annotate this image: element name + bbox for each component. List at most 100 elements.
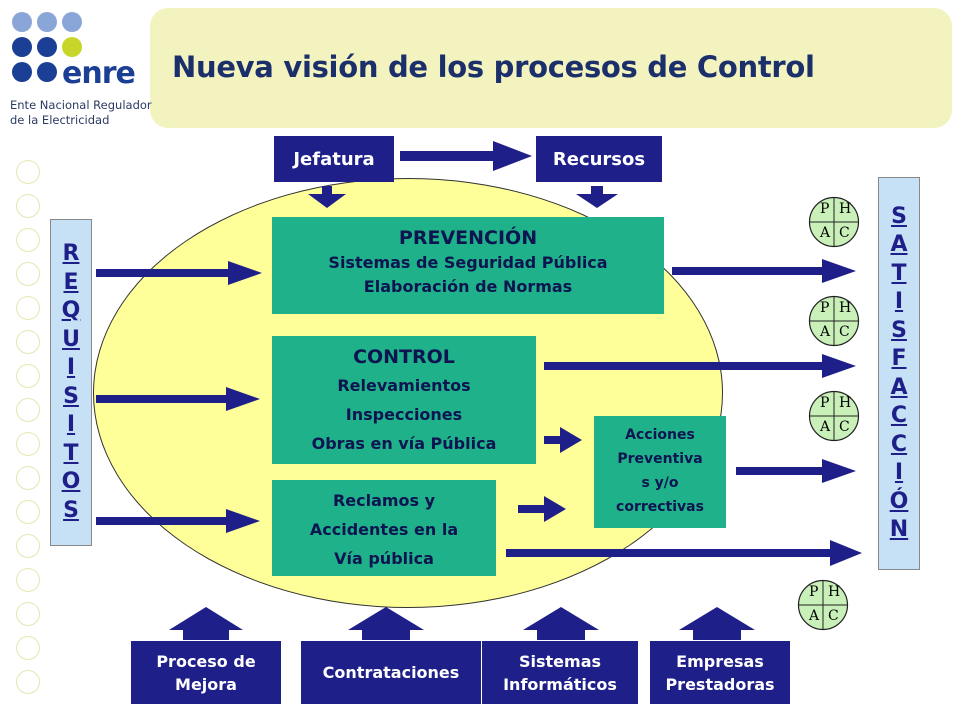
requisitos-letter: S bbox=[63, 383, 79, 409]
ring-decoration bbox=[16, 296, 40, 320]
logo-dot bbox=[37, 62, 57, 82]
ring-decoration bbox=[16, 432, 40, 456]
satisfaccion-letter: F bbox=[891, 346, 907, 371]
prevencion-title: PREVENCIÓN bbox=[398, 227, 538, 249]
logo-dot bbox=[62, 12, 82, 32]
requisitos-letter: R bbox=[62, 241, 80, 266]
logo-dot bbox=[12, 37, 32, 57]
arrow-right bbox=[544, 427, 582, 453]
pdca-letter: A bbox=[809, 608, 820, 624]
pdca-letter: H bbox=[839, 201, 852, 217]
pdca-letter: P bbox=[820, 201, 830, 217]
reclamos-box: Reclamos y Accidentes en la Vía pública bbox=[272, 480, 496, 576]
acciones-line: correctivas bbox=[616, 499, 704, 515]
proceso-mejora-line: Mejora bbox=[175, 674, 237, 694]
arrow-right bbox=[544, 354, 856, 378]
logo-dot bbox=[12, 62, 32, 82]
ring-decoration bbox=[16, 534, 40, 558]
header-band bbox=[150, 8, 952, 128]
arrow-up bbox=[169, 607, 243, 640]
control-box: CONTROL Relevamientos Inspecciones Obras… bbox=[272, 336, 536, 464]
pdca-letter: C bbox=[828, 608, 839, 624]
reclamos-line: Accidentes en la bbox=[309, 520, 459, 539]
acciones-box: Acciones Preventiva s y/o correctivas bbox=[594, 416, 726, 528]
requisitos-letter: Q bbox=[61, 298, 81, 323]
control-line: Inspecciones bbox=[345, 405, 463, 424]
reclamos-line: Vía pública bbox=[334, 549, 434, 568]
logo-dot bbox=[62, 37, 82, 57]
control-line: Relevamientos bbox=[337, 376, 471, 395]
contrataciones-box: Contrataciones bbox=[301, 641, 481, 704]
pdca-letter: A bbox=[820, 324, 831, 340]
ring-decoration bbox=[16, 670, 40, 694]
ring-decoration bbox=[16, 364, 40, 388]
arrow-right bbox=[736, 459, 856, 483]
ring-decoration bbox=[16, 228, 40, 252]
requisitos-letter: S bbox=[63, 497, 79, 523]
logo-wordmark: enre bbox=[62, 56, 136, 91]
sistemas-informaticos-line: Informáticos bbox=[503, 674, 617, 694]
jefatura-box: Jefatura bbox=[274, 136, 394, 182]
logo-subtitle-line: de la Electricidad bbox=[10, 113, 110, 127]
ring-decoration bbox=[16, 262, 40, 286]
arrow-right bbox=[518, 496, 566, 522]
arrow-up bbox=[679, 607, 755, 640]
pdca-cycle-icon: P H A C bbox=[808, 390, 860, 442]
empresas-prestadoras-line: Empresas bbox=[676, 651, 764, 671]
arrow-up bbox=[523, 607, 599, 640]
arrow-up bbox=[348, 607, 424, 640]
ring-decoration bbox=[16, 568, 40, 592]
pdca-letter: A bbox=[820, 419, 831, 435]
control-title: CONTROL bbox=[353, 346, 455, 368]
pdca-letter: H bbox=[839, 300, 852, 316]
satisfaccion-letter: N bbox=[889, 517, 909, 542]
ring-decoration bbox=[16, 160, 40, 184]
acciones-line: Preventiva bbox=[617, 451, 703, 467]
satisfaccion-letter: A bbox=[890, 232, 908, 257]
ring-decoration bbox=[16, 194, 40, 218]
satisfaccion-letter: T bbox=[891, 260, 907, 286]
sistemas-informaticos-line: Sistemas bbox=[518, 651, 602, 671]
logo-subtitle-line: Ente Nacional Regulador bbox=[10, 98, 152, 112]
requisitos-box: R E Q U I S I T O S bbox=[50, 219, 92, 546]
logo-dot bbox=[12, 12, 32, 32]
pdca-cycle-icon: P H A C bbox=[797, 579, 849, 631]
ring-decoration bbox=[16, 500, 40, 524]
control-line: Obras en vía Pública bbox=[311, 434, 497, 453]
requisitos-letter: I bbox=[66, 355, 76, 380]
empresas-prestadoras-box: Empresas Prestadoras bbox=[650, 641, 790, 704]
logo-subtitle: Ente Nacional Regulador de la Electricid… bbox=[10, 98, 152, 128]
satisfaccion-letter: C bbox=[890, 431, 908, 457]
satisfaccion-letter: A bbox=[890, 374, 908, 400]
satisfaccion-letter: S bbox=[891, 317, 907, 343]
proceso-mejora-line: Proceso de bbox=[156, 651, 256, 671]
arrow-right bbox=[96, 387, 260, 411]
page-title: Nueva visión de los procesos de Control bbox=[172, 50, 815, 84]
pdca-letter: C bbox=[839, 225, 850, 241]
arrow-right bbox=[96, 261, 262, 285]
requisitos-letter: U bbox=[62, 326, 80, 352]
ring-decoration bbox=[16, 398, 40, 422]
ring-decoration bbox=[16, 602, 40, 626]
prevencion-line: Sistemas de Seguridad Pública bbox=[328, 253, 608, 272]
pdca-cycle-icon: P H A C bbox=[808, 196, 860, 248]
requisitos-letter: O bbox=[61, 469, 81, 494]
sistemas-informaticos-box: Sistemas Informáticos bbox=[482, 641, 638, 704]
proceso-mejora-box: Proceso de Mejora bbox=[131, 641, 281, 704]
arrow-right bbox=[672, 259, 856, 283]
requisitos-letter: T bbox=[63, 440, 79, 466]
pdca-letter: H bbox=[828, 584, 841, 600]
pdca-letter: H bbox=[839, 395, 852, 411]
pdca-letter: A bbox=[820, 225, 831, 241]
ring-decoration bbox=[16, 466, 40, 490]
ring-decoration bbox=[16, 330, 40, 354]
requisitos-letter: E bbox=[63, 269, 79, 295]
satisfaccion-letter: C bbox=[890, 403, 908, 428]
satisfaccion-letter: I bbox=[894, 289, 904, 314]
satisfaccion-box: S A T I S F A C C I Ó N bbox=[878, 177, 920, 570]
pdca-letter: P bbox=[820, 300, 830, 316]
logo-dot bbox=[37, 12, 57, 32]
satisfaccion-letter: I bbox=[894, 460, 904, 485]
arrow-down bbox=[308, 186, 346, 208]
